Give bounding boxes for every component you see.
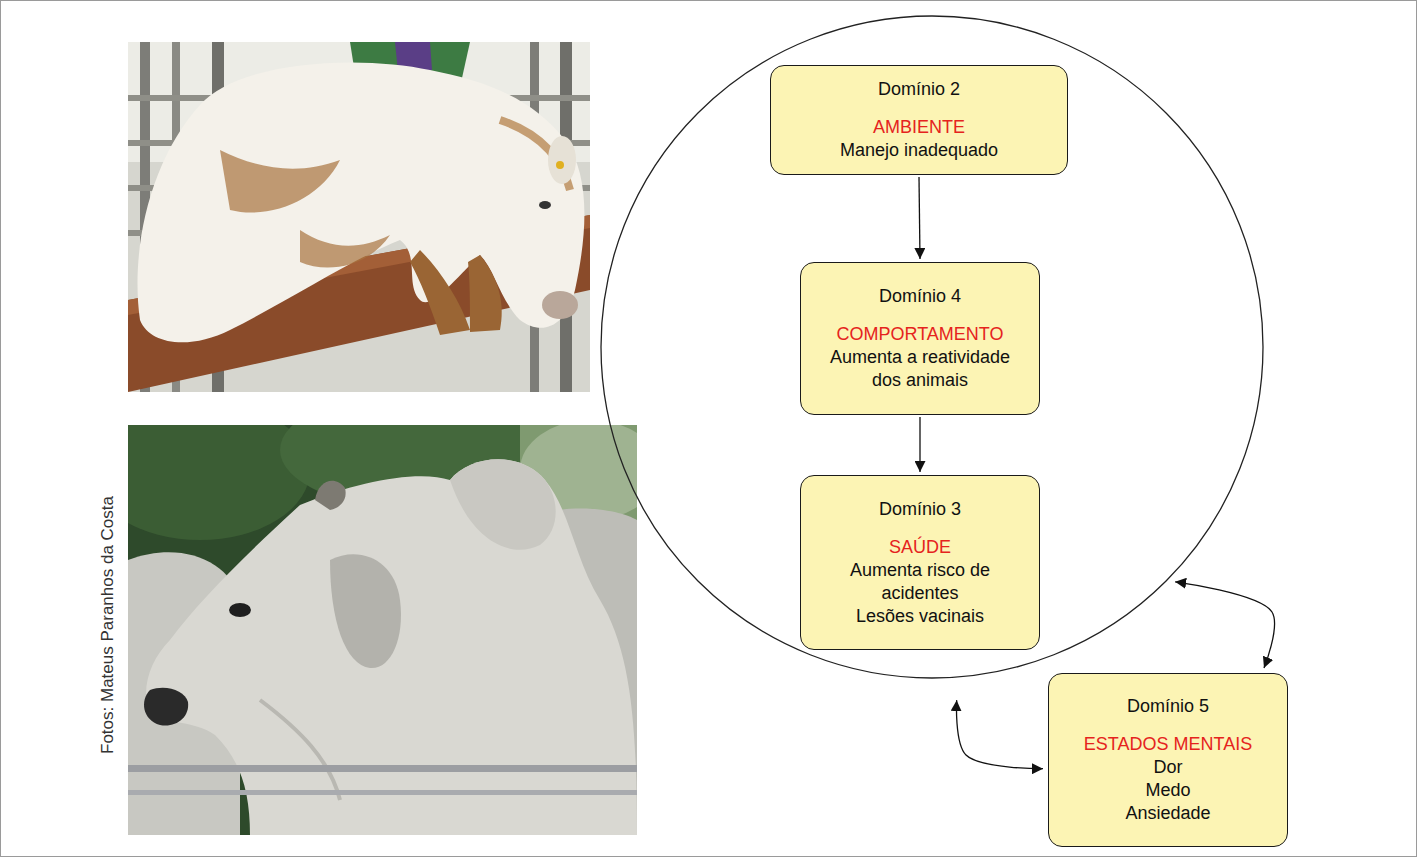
- domain-item: Dor: [1153, 756, 1182, 779]
- connector-arrow: [919, 177, 920, 259]
- domain-heading: Domínio 3: [879, 498, 961, 521]
- connector-arrow: [957, 700, 1043, 769]
- connector-arrow: [919, 417, 920, 472]
- connector-arrow: [1175, 582, 1274, 668]
- domain-box: Domínio 3 SAÚDEAumenta risco de acidentes…: [800, 475, 1040, 650]
- photo-credit: Fotos: Mateus Paranhos da Costa: [98, 496, 118, 754]
- domain-box: Domínio 2 AMBIENTEManejo inadequado: [770, 65, 1068, 175]
- domain-circle: Domínio 2AMBIENTEManejo inadequadoDomíni…: [600, 15, 1264, 679]
- domain-item: Lesões vacinais: [856, 605, 984, 628]
- cow-photo: [128, 425, 637, 835]
- domain-item: Ansiedade: [1125, 802, 1210, 825]
- domain-category: SAÚDE: [889, 536, 951, 559]
- photo-credit: Fotos: Mateus Paranhos da Costa: [98, 496, 117, 754]
- domain-category: ESTADOS MENTAIS: [1084, 733, 1252, 756]
- domain-heading: Domínio 5: [1127, 695, 1209, 718]
- domain-box: Domínio 5 ESTADOS MENTAISDorMedoAnsiedade: [1048, 673, 1288, 847]
- domain-item: Medo: [1145, 779, 1190, 802]
- domain-category: COMPORTAMENTO: [836, 323, 1003, 346]
- domain-item: Aumenta a reatividade dos animais: [817, 346, 1023, 392]
- circle-outline: [601, 16, 1263, 678]
- domain-item: Manejo inadequado: [840, 139, 998, 162]
- domain-heading: Domínio 2: [878, 78, 960, 101]
- bull-photo: [128, 42, 590, 392]
- domain-category: AMBIENTE: [873, 116, 965, 139]
- domain-item: Aumenta risco de acidentes: [817, 559, 1023, 605]
- domain-box: Domínio 4 COMPORTAMENTOAumenta a reativid…: [800, 262, 1040, 415]
- domain-heading: Domínio 4: [879, 285, 961, 308]
